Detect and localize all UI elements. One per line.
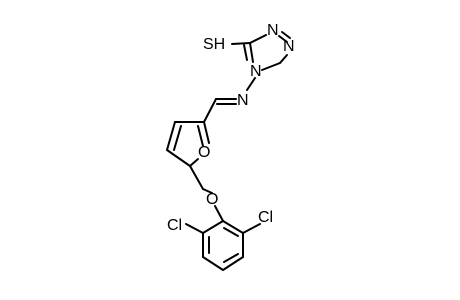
- ether-linker: [189, 165, 224, 222]
- bond-n2-c3: [279, 54, 288, 64]
- bond-n1-n2-double: [281, 31, 291, 39]
- bond-o-phenyl: [214, 205, 224, 222]
- bond-ph-c4-c5: [202, 256, 224, 271]
- bond-furan-c2-double: [197, 125, 204, 147]
- bond-c5-sh: [231, 42, 251, 45]
- bond-ph-inner-2: [223, 253, 239, 263]
- bond-c-cl-left: [185, 223, 204, 234]
- atom-label-o-furan: O: [198, 144, 210, 161]
- atom-label-sh: SH: [203, 36, 225, 53]
- atom-label-o-ether: O: [206, 191, 218, 208]
- bond-furan-c5-o: [189, 158, 199, 167]
- furan-ring: [166, 121, 210, 167]
- atom-label-cl-right: Cl: [258, 209, 273, 226]
- bond-furan-c3-c4-double: [173, 125, 182, 151]
- atom-label-n-triazole-right: N: [283, 38, 295, 55]
- bond-n4-c5: [249, 42, 254, 63]
- atom-label-cl-left: Cl: [167, 217, 182, 234]
- bond-ch-furan: [203, 98, 217, 123]
- bond-ph-inner-1: [223, 227, 239, 237]
- imine-linker: [203, 77, 256, 123]
- bond-c3-n4: [261, 62, 281, 71]
- bond-furan-ch2: [189, 165, 204, 190]
- bond-ph-c6-c1: [202, 220, 224, 234]
- triazole-ring: [231, 31, 291, 71]
- bond-n4-c5-double: [243, 44, 248, 61]
- bond-n1-n2: [278, 35, 288, 43]
- bond-furan-c3-c4: [166, 121, 176, 151]
- bond-c-cl-right: [242, 223, 261, 234]
- bond-ph-c3-c4: [222, 256, 244, 271]
- atom-label-n-imine: N: [237, 92, 249, 109]
- bond-ph-c1-c2: [222, 220, 244, 234]
- bond-n4-n-imine: [246, 77, 256, 91]
- dichlorophenyl-ring: [185, 220, 261, 271]
- bond-ch2-o: [202, 188, 213, 194]
- bond-c5-n1: [249, 34, 267, 44]
- atom-label-n-triazole-4: N: [250, 63, 262, 80]
- bond-furan-o-c2: [203, 121, 210, 144]
- atom-labels: SH N N N N O O Cl Cl: [167, 22, 295, 234]
- atom-label-n-triazole-top: N: [267, 22, 279, 39]
- bond-furan-c4-c5: [166, 149, 191, 167]
